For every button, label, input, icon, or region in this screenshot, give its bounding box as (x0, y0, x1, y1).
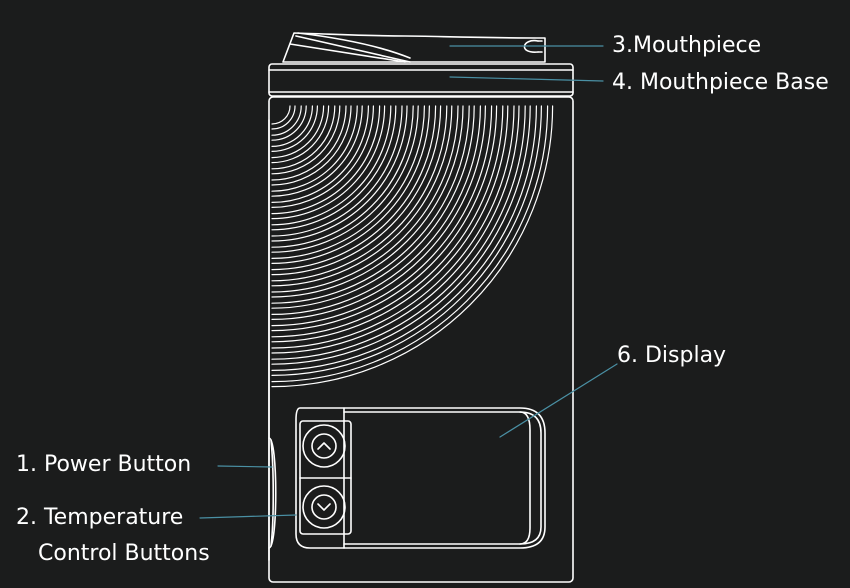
ridge-arc-outer (271, 105, 515, 349)
ridge-arc-outer (271, 105, 526, 360)
ridge-arc-outer (271, 105, 336, 170)
ridge-arc-outer (271, 105, 302, 136)
mouthpiece-label: 3.Mouthpiece (612, 33, 762, 58)
ridge-arc-inner (271, 105, 374, 208)
ridge-arc-outer (271, 105, 549, 383)
button-strip (299, 420, 352, 535)
chevron-down-icon (317, 503, 331, 511)
chevron-up-icon (317, 442, 331, 450)
ridge-arc-inner (271, 105, 486, 320)
leader-temperature (199, 514, 297, 519)
ridge-arc-inner (271, 105, 419, 253)
ridge-arc-outer (271, 105, 437, 271)
ridge-arc-outer (271, 105, 313, 147)
ridge-arc-outer (271, 105, 403, 237)
ridge-arc-outer (271, 105, 481, 315)
ridge-arc-inner (271, 105, 341, 175)
temperature-up-button[interactable] (302, 424, 346, 468)
ridge-arc-outer (271, 105, 459, 293)
ridge-arc-inner (271, 105, 307, 141)
ridge-arc-inner (271, 105, 442, 276)
device-body (268, 96, 574, 583)
temperature-label-line1: 2. Temperature (16, 505, 184, 530)
mouthpiece-illustration (282, 32, 546, 63)
ridge-arc-outer (271, 105, 347, 181)
ridge-arc-outer (271, 105, 537, 371)
temperature-down-button[interactable] (302, 485, 346, 529)
ridge-arc-inner (271, 105, 296, 130)
ridge-arc-inner (271, 105, 386, 220)
mouthpiece-base-label: 4. Mouthpiece Base (612, 70, 829, 95)
ridge-arc-outer (271, 105, 504, 338)
power-button[interactable] (268, 437, 277, 549)
ridge-grip-pattern (271, 105, 554, 388)
power-button-label: 1. Power Button (16, 452, 192, 477)
ridge-arc-inner (271, 105, 318, 152)
ridge-arc-inner (271, 105, 531, 365)
ridge-arc-outer (271, 105, 325, 159)
leader-lines (199, 45, 618, 519)
ridge-arc-outer (271, 105, 392, 226)
ridge-arc-inner (271, 105, 554, 388)
ridge-arc-inner (271, 105, 430, 264)
ridge-arc-outer (271, 105, 448, 282)
ridge-arc-inner (271, 105, 330, 164)
ridge-arc-outer (271, 105, 381, 215)
ridge-arc-outer (271, 105, 470, 304)
ridge-arc-outer (271, 105, 358, 192)
ridge-arc-inner (271, 105, 520, 354)
leader-power-button (217, 465, 273, 468)
leader-mouthpiece-base (449, 76, 604, 82)
mouthpiece-base-illustration (268, 63, 574, 97)
temperature-label-line2: Control Buttons (38, 541, 210, 566)
ridge-arc-inner (271, 105, 352, 186)
leader-display (499, 363, 618, 438)
ridge-arc-inner (271, 105, 397, 231)
ridge-arc-inner (271, 105, 453, 287)
ridge-arc-inner (271, 105, 464, 298)
ridge-arc-outer (271, 105, 414, 248)
ridge-arc-inner (271, 105, 475, 309)
ridge-arc-outer (271, 105, 425, 259)
ridge-arc-outer (271, 105, 369, 203)
ridge-arc-outer (271, 105, 493, 327)
ridge-arc-inner (271, 105, 509, 343)
ridge-arc-outer (271, 105, 291, 125)
ridge-arc-inner (271, 105, 498, 332)
ridge-arc-inner (271, 105, 408, 242)
ridge-arc-inner (271, 105, 363, 197)
display-label: 6. Display (617, 343, 727, 368)
ridge-arc-inner (271, 105, 542, 376)
